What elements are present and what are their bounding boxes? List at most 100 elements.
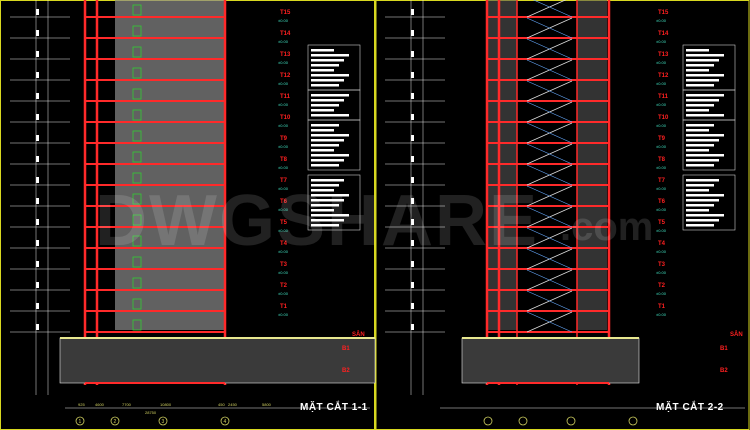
level-tag: ±0.00 [278,291,289,296]
level-tag: ±0.00 [656,249,667,254]
floor-label: T5 [280,220,288,226]
stair-flight [526,290,573,312]
basement-label: B1 [720,346,728,352]
grid-axis-bubble [110,416,120,426]
legend-line [686,194,724,197]
legend-line [311,104,339,107]
basement [59,337,376,384]
dim-tick [411,135,414,141]
grid-axis-bubble [220,416,230,426]
floor-label: T11 [658,94,669,100]
floor-label: T15 [658,10,669,16]
legend-line [686,99,719,102]
level-tag: ±0.00 [656,18,667,23]
door [132,193,142,205]
dim-tick [411,72,414,78]
level-tag: ±0.00 [656,270,667,275]
dim-tick [411,114,414,120]
level-tag: ±0.00 [656,123,667,128]
grid-axis-bubble [483,416,493,426]
dimension-value: 10800 [160,402,172,407]
level-tag: ±0.00 [278,312,289,317]
door [132,319,142,331]
floor-label: T9 [280,136,288,142]
floor-label: T2 [658,283,666,289]
legend-line [311,194,349,197]
level-tag: ±0.00 [656,207,667,212]
floor-label: T7 [280,178,288,184]
basement-label: B2 [342,368,350,374]
door [132,235,142,247]
floor-label: T11 [280,94,291,100]
dimension-value: 5800 [262,402,272,407]
level-tag: ±0.00 [278,144,289,149]
floor-label: T6 [280,199,288,205]
floor-label: T10 [280,115,291,121]
level-tag: ±0.00 [278,270,289,275]
floor-label: T10 [658,115,669,121]
level-tag: ±0.00 [656,291,667,296]
legend-line [686,189,709,192]
dimension-value: 450 [218,402,225,407]
dim-tick [36,303,39,309]
legend-line [311,149,334,152]
legend-line [686,209,709,212]
legend-box [307,174,361,231]
door [132,67,142,79]
legend-line [686,59,719,62]
dim-tick [36,93,39,99]
basement [461,337,640,384]
legend-line [311,129,334,132]
legend-line [311,164,339,167]
floor-label: T4 [658,241,666,247]
dim-tick [36,282,39,288]
level-tag: ±0.00 [278,228,289,233]
legend-line [311,134,349,137]
stair-flight [526,17,573,39]
dim-tick [411,177,414,183]
level-tag: ±0.00 [656,39,667,44]
dimension-value: 2450 [228,402,238,407]
legend-line [311,154,349,157]
dim-tick [411,93,414,99]
floor-label: T2 [280,283,288,289]
legend-line [686,159,719,162]
dim-tick [36,114,39,120]
stair-flight [526,164,573,186]
stair-flight [533,0,573,18]
grid-axis-label: 4 [224,419,227,425]
floor-label: T12 [280,73,291,79]
legend-line [686,179,719,182]
stair-flight [526,122,573,144]
legend-line [686,104,714,107]
dim-tick [36,240,39,246]
legend-line [686,74,724,77]
legend-line [311,144,339,147]
floor-label: T8 [658,157,666,163]
level-tag: ±0.00 [656,60,667,65]
legend-line [686,204,714,207]
level-tag: ±0.00 [278,249,289,254]
floor-label: T5 [658,220,666,226]
ground-label: SÂN [730,331,743,338]
stair-flight [526,311,573,333]
legend-line [686,154,724,157]
dim-tick [36,72,39,78]
legend-line [686,49,709,52]
floor-label: T1 [658,304,666,310]
legend-line [311,204,339,207]
legend-line [311,64,339,67]
legend-line [311,99,344,102]
legend-line [686,64,714,67]
door [132,109,142,121]
legend-line [311,69,334,72]
legend-line [686,129,709,132]
dim-tick [411,30,414,36]
dimension-total: 28750 [145,410,157,415]
dim-tick [411,261,414,267]
legend-line [686,109,709,112]
level-tag: ±0.00 [278,165,289,170]
level-tag: ±0.00 [278,102,289,107]
door [132,46,142,58]
legend-line [311,74,349,77]
